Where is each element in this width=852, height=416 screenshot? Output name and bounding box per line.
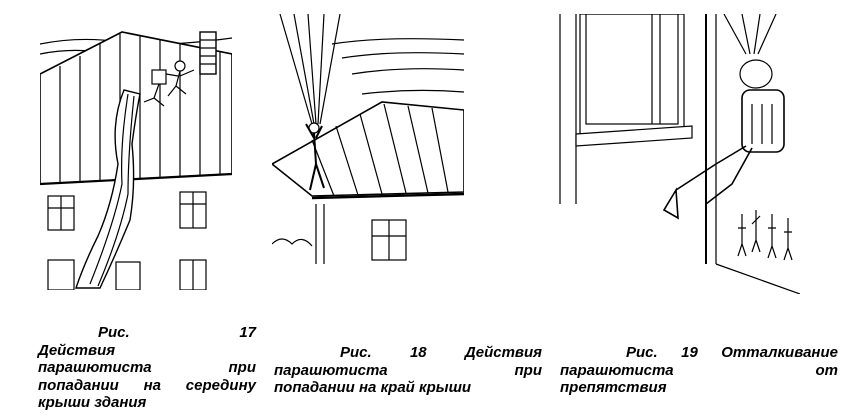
caption-line: попадании на край крыши xyxy=(274,379,472,396)
caption-line: парашютиста при xyxy=(38,359,256,376)
caption-line: Действия xyxy=(38,341,116,359)
figure-17-illustration xyxy=(40,14,232,290)
figure-17-caption: Рис. 17 Действия парашютиста при попадан… xyxy=(38,324,256,412)
caption-line: парашютиста от xyxy=(560,361,838,379)
figure-18-illustration xyxy=(272,14,464,264)
roof-middle-landing-drawing xyxy=(40,31,232,290)
figure-19-caption: Рис. 19 Отталкивание парашютиста от преп… xyxy=(560,344,838,397)
caption-line: препятствия xyxy=(560,379,667,396)
caption-line: Рис. 17 xyxy=(98,324,256,341)
caption-line: парашютиста при xyxy=(274,361,542,379)
pushing-off-obstacle-drawing xyxy=(559,14,800,294)
figure-19-illustration xyxy=(556,14,800,294)
caption-line: Рис. 19 Отталкивание xyxy=(626,344,838,361)
caption-line: Рис. 18 Действия xyxy=(340,344,542,361)
caption-line: крыши здания xyxy=(38,394,147,411)
roof-edge-landing-drawing xyxy=(272,14,464,264)
figure-18-caption: Рис. 18 Действия парашютиста при попадан… xyxy=(274,344,542,397)
caption-line: попадании на середину xyxy=(38,376,256,394)
